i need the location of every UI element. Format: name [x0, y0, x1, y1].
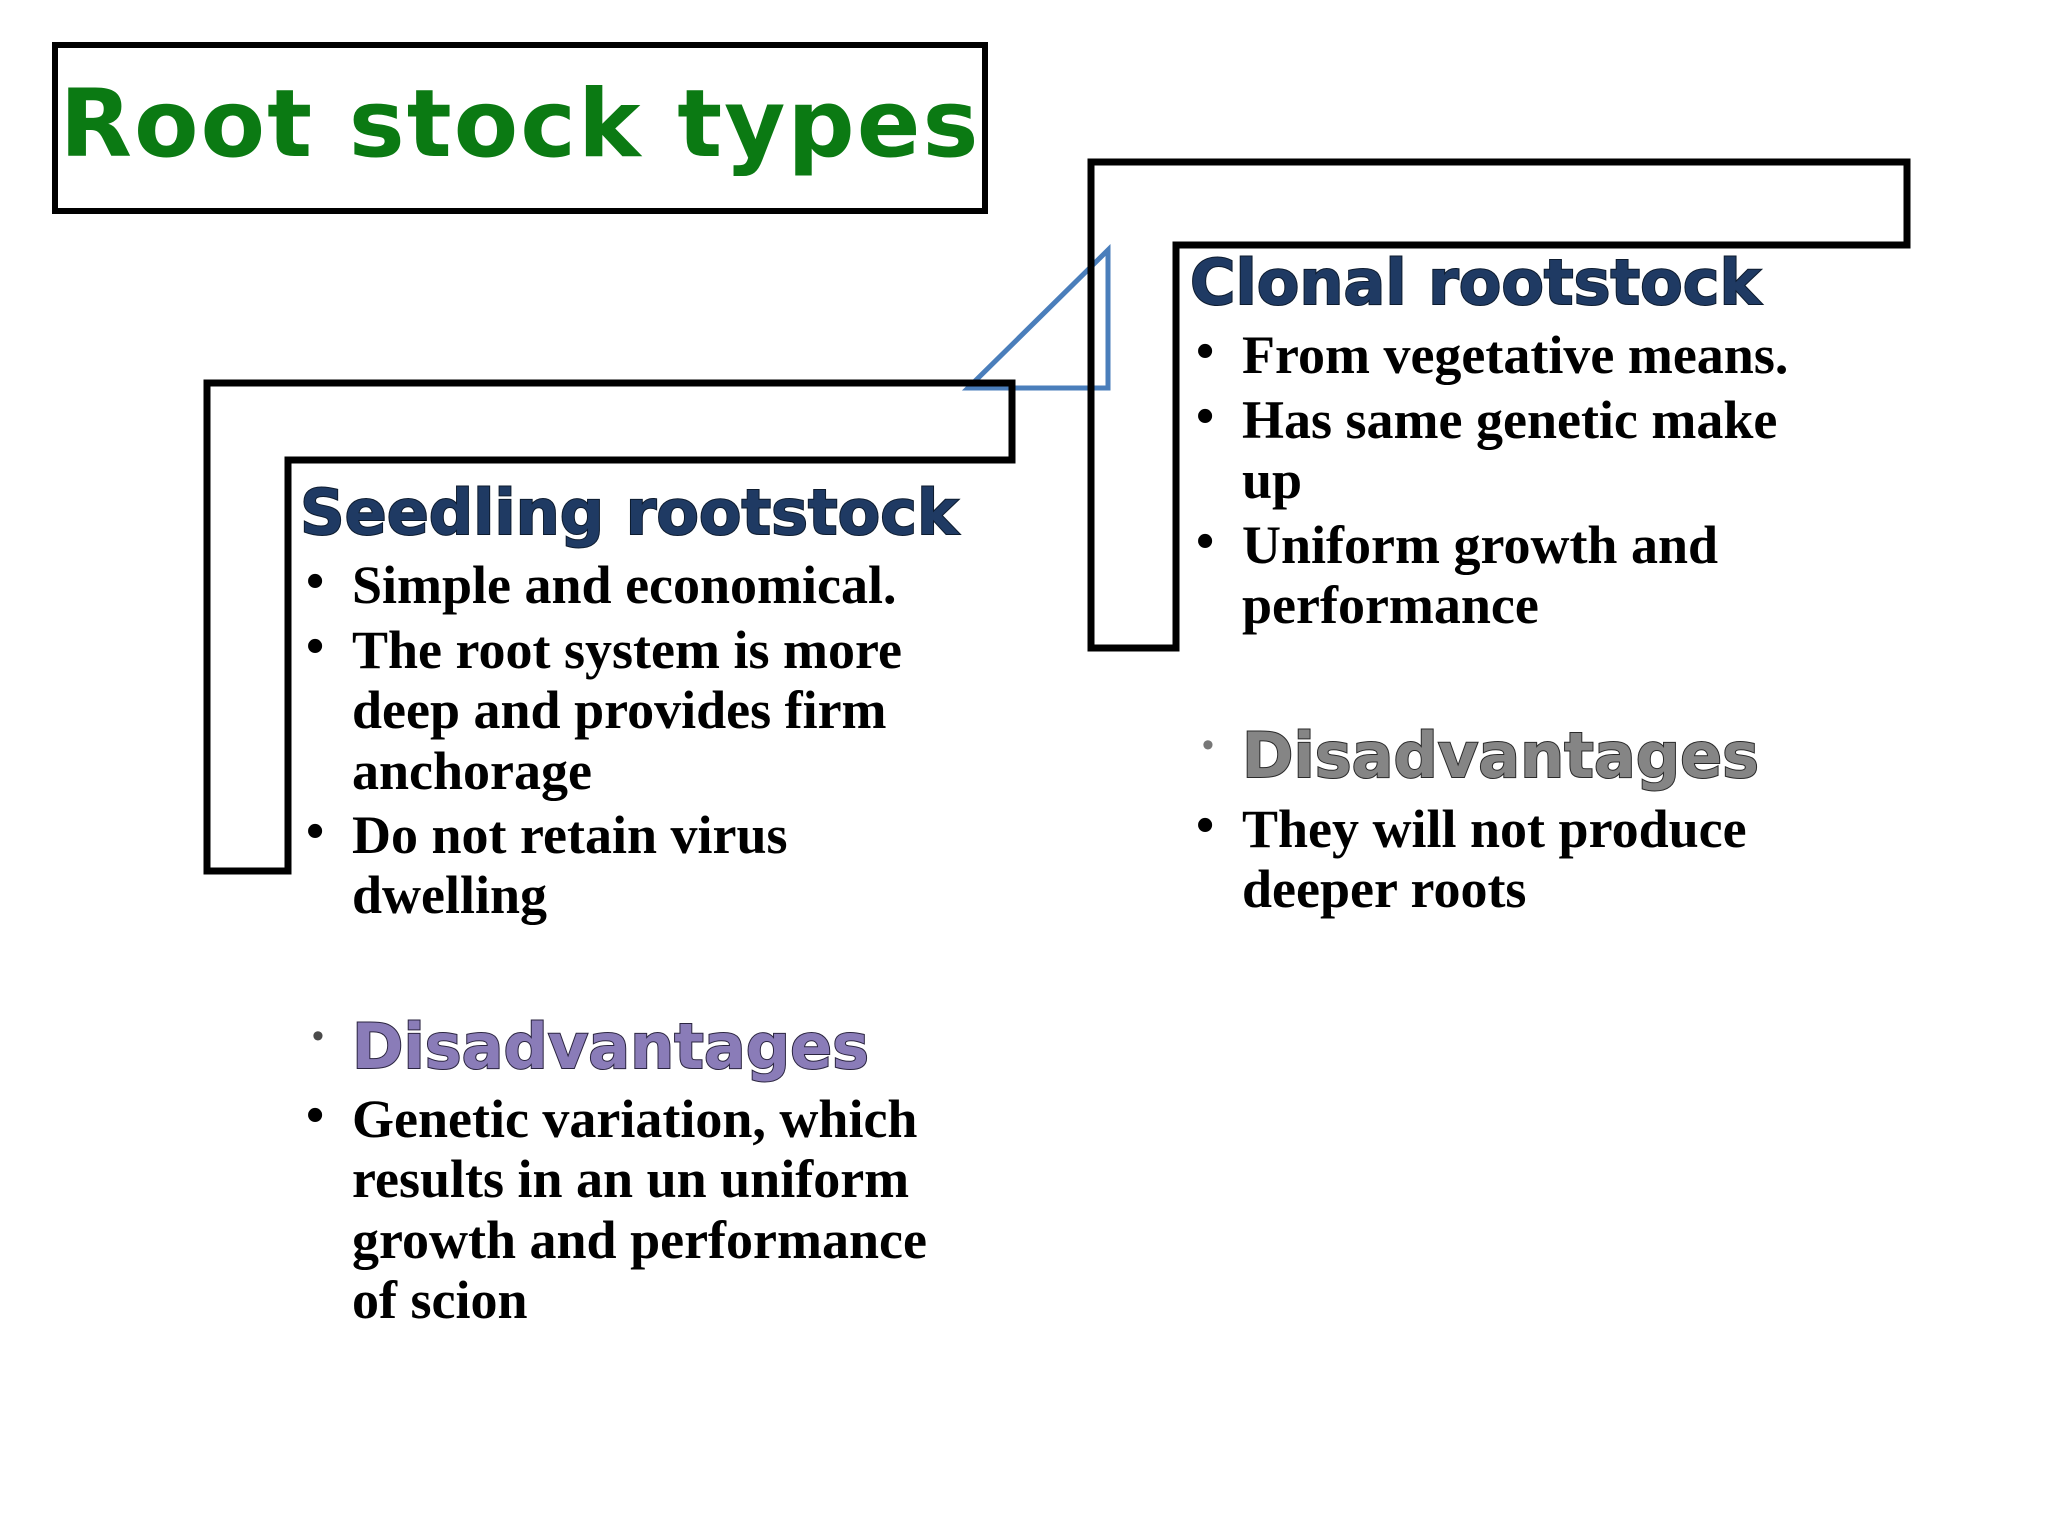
- seedling-rootstock-heading: Seedling rootstock: [299, 476, 959, 549]
- title-box: Root stock types: [52, 42, 988, 214]
- spacer: [300, 930, 960, 1014]
- clonal-rootstock-panel: Clonal rootstock From vegetative means. …: [1189, 246, 1850, 923]
- connector-triangle: [961, 244, 1111, 391]
- list-item: Uniform growth and performance: [1190, 513, 1850, 636]
- seedling-disadvantages-row: Disadvantages: [300, 1009, 960, 1083]
- list-item: Do not retain virus dwelling: [300, 803, 960, 926]
- spacer: [1190, 639, 1850, 723]
- clonal-disadvantages-list: They will not produce deeper roots: [1190, 797, 1850, 920]
- clonal-disadvantages-row: Disadvantages: [1190, 719, 1850, 793]
- clonal-rootstock-bullet-list: From vegetative means. Has same genetic …: [1190, 323, 1850, 636]
- seedling-disadvantages-list: Genetic variation, which results in an u…: [300, 1087, 960, 1331]
- list-item: Simple and economical.: [300, 553, 960, 615]
- list-item: Genetic variation, which results in an u…: [300, 1087, 960, 1331]
- list-item: From vegetative means.: [1190, 323, 1850, 385]
- seedling-disadvantages-heading: Disadvantages: [351, 1009, 870, 1083]
- seedling-rootstock-bullet-list: Simple and economical. The root system i…: [300, 553, 960, 926]
- page-title: Root stock types: [59, 70, 981, 179]
- list-item: They will not produce deeper roots: [1190, 797, 1850, 920]
- seedling-rootstock-panel: Seedling rootstock Simple and economical…: [299, 476, 960, 1335]
- list-item: The root system is more deep and provide…: [300, 618, 960, 801]
- list-item: Has same genetic make up: [1190, 388, 1850, 511]
- clonal-disadvantages-heading: Disadvantages: [1241, 719, 1760, 793]
- clonal-rootstock-heading: Clonal rootstock: [1189, 246, 1762, 319]
